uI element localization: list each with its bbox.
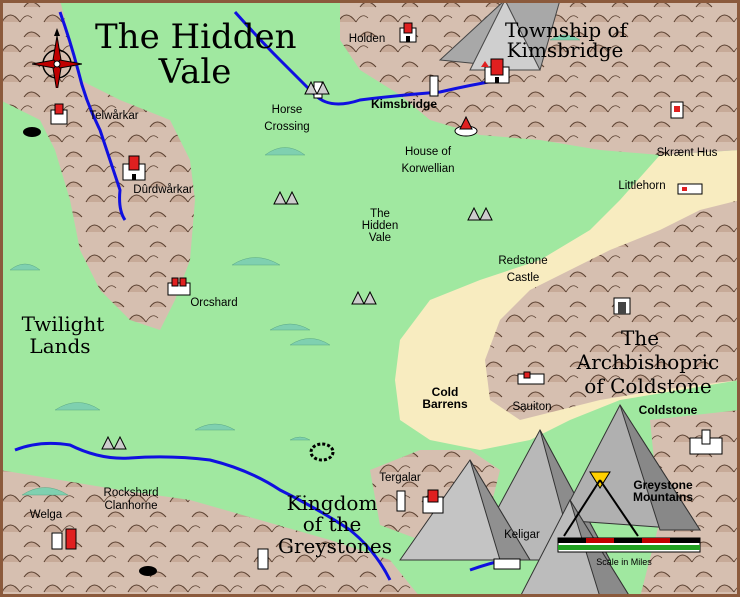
southern-hills <box>0 470 420 597</box>
place-tergalar: Tergalar <box>379 472 421 484</box>
archbishopric-label-line3: of Coldstone <box>584 374 712 398</box>
tent-camp-icon <box>101 435 127 450</box>
redstone-castle-icon <box>613 297 631 315</box>
korwellian-house-icon <box>454 115 478 137</box>
place-vale-2: Hidden <box>361 220 399 232</box>
place-rockshard-1: Rockshard <box>103 487 159 499</box>
township-label-line1: Township of <box>505 18 627 42</box>
holden-castle-icon <box>399 22 417 43</box>
place-welga: Welga <box>29 509 63 521</box>
cave-icon <box>23 127 41 137</box>
kimsbridge-tower-icon <box>429 75 439 97</box>
map-title-line1: The Hidden <box>95 17 297 57</box>
map-title-line2: Vale <box>158 52 232 92</box>
tent-camp-icon <box>304 80 330 95</box>
place-skraent-hus: Skrænt Hus <box>656 147 718 159</box>
greystones-tower-icon <box>257 548 269 570</box>
cave-icon <box>139 566 157 576</box>
orcshard-castle-icon <box>167 277 191 296</box>
littlehorn-house-icon <box>677 183 703 195</box>
place-littlehorn: Littlehorn <box>618 180 666 192</box>
place-coldstone: Coldstone <box>638 403 698 417</box>
place-korwellian-1: House of <box>404 146 452 158</box>
keligar-house-icon <box>493 558 521 570</box>
greystone-mountains <box>399 404 701 597</box>
northern-hills <box>340 0 740 155</box>
coldstone-city-icon <box>689 429 723 455</box>
archbishopric-label-line2: Archbishopric <box>576 350 720 374</box>
tergalar-castle-icon <box>422 489 444 514</box>
place-horse-crossing-2: Crossing <box>264 121 310 133</box>
sauiton-house-icon <box>517 371 545 385</box>
place-korwellian-2: Korwellian <box>401 163 455 175</box>
place-durdwarkar: Dûrdwårkar <box>133 184 193 196</box>
twilight-label-line2: Lands <box>29 334 91 358</box>
kingdom-label-line3: Greystones <box>278 534 392 558</box>
tent-camp-icon <box>351 290 377 305</box>
township-label-line2: Kimsbridge <box>506 38 624 62</box>
place-cold-barrens-2: Barrens <box>422 397 468 411</box>
stone-circle-icon <box>309 442 335 462</box>
scale-label: Scale in Miles <box>596 557 652 567</box>
kimsbridge-castle-icon <box>481 58 510 84</box>
meadow-hillocks <box>9 34 581 496</box>
tent-camp-icon <box>273 190 299 205</box>
kingdom-label-line1: Kingdom <box>286 491 378 515</box>
place-vale-1: The <box>370 208 390 220</box>
eastern-hills <box>485 200 740 420</box>
durdwarkar-castle-icon <box>122 155 146 181</box>
scale-bar <box>557 471 701 553</box>
telwarkar-castle-icon <box>50 103 68 125</box>
place-kimsbridge: Kimsbridge <box>370 97 437 111</box>
tent-camp-icon <box>467 206 493 221</box>
place-vale-3: Vale <box>368 232 392 244</box>
place-redstone-2: Castle <box>506 272 540 284</box>
place-orcshard: Orcshard <box>190 297 238 309</box>
place-greystone-mountains-2: Mountains <box>633 490 693 504</box>
place-holden: Holden <box>348 33 386 45</box>
skraent-tower-icon <box>670 101 684 119</box>
place-sauiton: Sauiton <box>512 401 552 413</box>
place-cold-barrens-1: Cold <box>431 385 459 399</box>
place-greystone-mountains-1: Greystone <box>633 478 693 492</box>
twilight-label-line1: Twilight <box>21 312 105 336</box>
welga-house-icon <box>51 528 77 550</box>
place-horse-crossing-1: Horse <box>271 104 303 116</box>
place-telwarkar: Telwårkar <box>89 110 139 122</box>
archbishopric-label-line1: The <box>620 326 660 350</box>
place-keligar: Keligar <box>504 529 540 541</box>
compass-rose-icon <box>32 28 82 88</box>
tergalar-tower-icon <box>396 490 406 512</box>
kingdom-label-line2: of the <box>302 512 362 536</box>
rivers <box>14 11 506 581</box>
western-hills <box>0 0 195 330</box>
place-redstone-1: Redstone <box>498 255 548 267</box>
place-rockshard-2: Clanhorne <box>104 500 158 512</box>
